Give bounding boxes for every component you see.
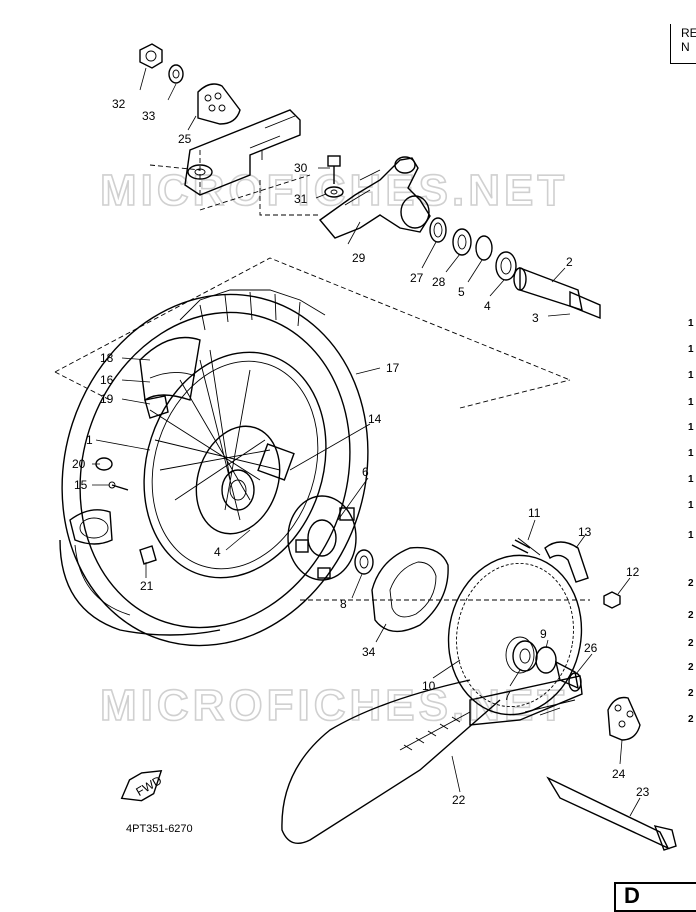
- adjuster-plate-25: [197, 83, 241, 125]
- right-edge-number: 1: [688, 448, 694, 459]
- header-line-2: N: [681, 40, 690, 54]
- callout-31: 31: [294, 192, 308, 206]
- callout-1: 1: [86, 433, 93, 447]
- callout-32: 32: [112, 97, 126, 111]
- washer-33: [168, 64, 184, 84]
- adjuster-plate-24: [607, 696, 641, 741]
- washer-31: [324, 186, 344, 198]
- callout-11: 11: [528, 506, 541, 520]
- right-edge-number: 1: [688, 370, 694, 381]
- right-edge-number: 2: [688, 662, 694, 673]
- callout-7: 7: [504, 689, 511, 703]
- header-line-1: RE: [681, 26, 696, 40]
- leader-lines: [92, 67, 641, 817]
- bearing-8: [354, 549, 374, 575]
- callout-14: 14: [368, 412, 382, 426]
- rear-axle-23: [546, 776, 677, 851]
- right-edge-number: 1: [688, 318, 694, 329]
- callout-16: 16: [100, 373, 114, 387]
- callout-labels: 32 33 25 30 31 29 27 28 5 4 2 3 17 18 16…: [72, 97, 650, 807]
- callout-26: 26: [584, 641, 598, 655]
- swingarm-lower: [469, 675, 583, 726]
- damper-34: [371, 546, 449, 633]
- callout-8: 8: [340, 597, 347, 611]
- bearing-7: [512, 640, 538, 672]
- nut-32: [139, 43, 163, 69]
- reference-header-box: RE N: [670, 24, 696, 64]
- forward-arrow-icon: FWD: [120, 769, 164, 802]
- rim-and-spokes-1: [143, 349, 327, 579]
- right-edge-number: 2: [688, 688, 694, 699]
- right-edge-number: 2: [688, 610, 694, 621]
- callout-13: 13: [578, 525, 592, 539]
- right-edge-number: 2: [688, 714, 694, 725]
- brake-bracket-29: [318, 156, 431, 239]
- callout-33: 33: [142, 109, 156, 123]
- right-edge-number: 1: [688, 422, 694, 433]
- rim-band-18: [139, 336, 201, 402]
- callout-22: 22: [452, 793, 466, 807]
- diagram-code: 4PT351-6270: [126, 823, 193, 835]
- callout-17: 17: [386, 361, 400, 375]
- right-edge-number: 1: [688, 530, 694, 541]
- callout-34: 34: [362, 645, 376, 659]
- callout-2: 2: [566, 255, 573, 269]
- callout-27: 27: [410, 271, 424, 285]
- callout-5: 5: [458, 285, 465, 299]
- callout-9: 9: [540, 627, 547, 641]
- nut-12: [603, 591, 621, 609]
- right-edge-number: 2: [688, 638, 694, 649]
- collar-9: [535, 646, 557, 674]
- callout-4: 4: [484, 299, 491, 313]
- drive-chain-22: [281, 679, 501, 844]
- bolt-30: [327, 155, 341, 184]
- bearing-4: [495, 251, 517, 281]
- callout-18: 18: [100, 351, 114, 365]
- callout-4b: 4: [214, 545, 221, 559]
- lock-washer-13: [544, 541, 589, 583]
- callout-28: 28: [432, 275, 446, 289]
- right-edge-number: 2: [688, 578, 694, 589]
- callout-10: 10: [422, 679, 436, 693]
- tire-lower-section: [59, 539, 221, 636]
- callout-29: 29: [352, 251, 366, 265]
- callout-30: 30: [294, 161, 308, 175]
- callout-25: 25: [178, 132, 192, 146]
- right-edge-number: 1: [688, 344, 694, 355]
- spacer-3: [569, 290, 601, 320]
- circlip-5: [475, 235, 493, 261]
- rear-sprocket-10: [447, 554, 583, 716]
- oil-seal-28: [452, 228, 472, 256]
- rim-lock-21: [69, 509, 157, 565]
- watermark-bottom: MICROFICHES.NET: [100, 681, 568, 730]
- tube-16: [149, 372, 196, 379]
- right-edge-number: 1: [688, 397, 694, 408]
- callout-19: 19: [100, 392, 114, 406]
- hub-14: [195, 425, 295, 535]
- callout-24: 24: [612, 767, 626, 781]
- callout-3: 3: [532, 311, 539, 325]
- callout-12: 12: [626, 565, 640, 579]
- callout-15: 15: [74, 478, 88, 492]
- callout-23: 23: [636, 785, 650, 799]
- callout-20: 20: [72, 457, 86, 471]
- callout-21: 21: [140, 579, 154, 593]
- nipple-15: [108, 481, 129, 491]
- tire-bolt-19: [144, 395, 169, 419]
- right-edge-number: 1: [688, 500, 694, 511]
- collar-2: [513, 266, 583, 312]
- bolt-11: [511, 537, 541, 556]
- right-edge-number: 1: [688, 474, 694, 485]
- dust-seal-27: [429, 217, 447, 243]
- callout-6: 6: [362, 465, 369, 479]
